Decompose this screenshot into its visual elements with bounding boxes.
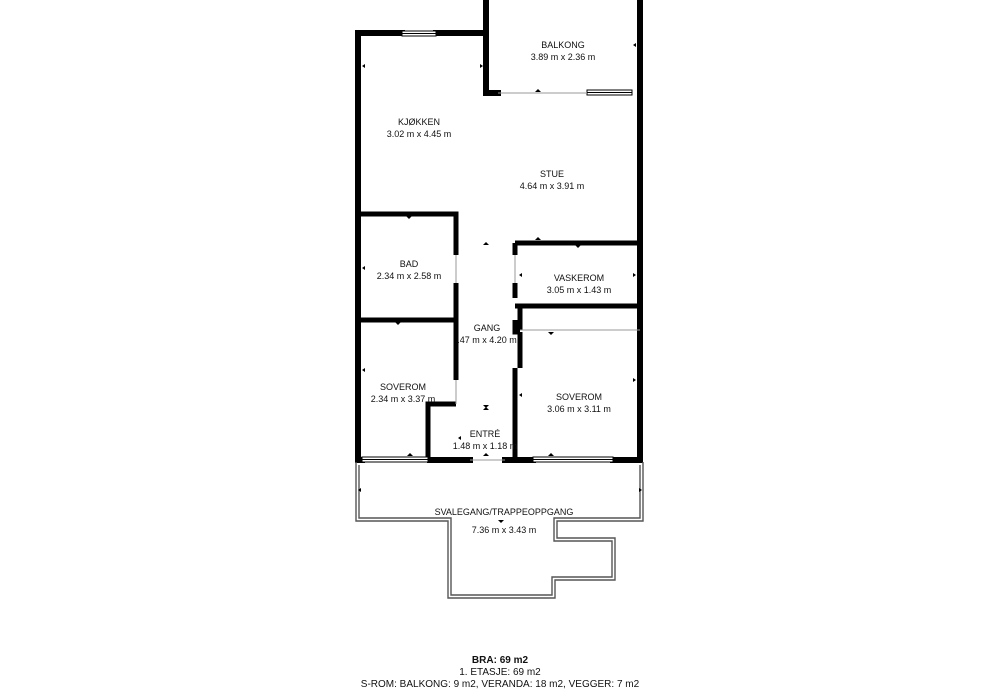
room-size: 3.05 m x 1.43 m bbox=[546, 285, 612, 295]
room-size: 7.36 m x 3.43 m bbox=[471, 525, 537, 535]
room-size: 3.89 m x 2.36 m bbox=[530, 52, 596, 62]
room-label-gang: GANG .47 m x 4.20 m bbox=[457, 322, 517, 346]
room-label-bad: BAD 2.34 m x 2.58 m bbox=[377, 258, 442, 282]
room-size: 4.64 m x 3.91 m bbox=[519, 181, 585, 191]
room-size: 2.34 m x 3.37 m bbox=[370, 394, 436, 404]
dimension-ticks bbox=[362, 43, 636, 456]
room-name: BALKONG bbox=[541, 40, 585, 50]
room-size: 2.34 m x 2.58 m bbox=[376, 271, 442, 281]
room-name: BAD bbox=[399, 259, 419, 269]
exterior-walls bbox=[355, 0, 643, 463]
room-name: GANG bbox=[473, 323, 501, 333]
room-name: SOVEROM bbox=[555, 392, 602, 402]
room-size: 3.06 m x 3.11 m bbox=[547, 404, 611, 414]
room-label-balkong: BALKONG 3.89 m x 2.36 m bbox=[531, 39, 596, 63]
door-openings bbox=[455, 92, 640, 461]
room-size: .47 m x 4.20 m bbox=[457, 335, 517, 345]
svalegang-ticks bbox=[358, 488, 642, 523]
summary-bra: BRA: 69 m2 bbox=[471, 655, 529, 666]
room-size: 3.02 m x 4.45 m bbox=[386, 129, 452, 139]
room-size: 1.48 m x 1.18 m bbox=[452, 441, 518, 451]
room-label-soverom-1: SOVEROM 2.34 m x 3.37 m bbox=[371, 381, 436, 405]
room-label-entre: ENTRÉ 1.48 m x 1.18 m bbox=[453, 428, 518, 452]
room-label-soverom-2: SOVEROM 3.06 m x 3.11 m bbox=[547, 391, 611, 415]
room-name: SOVEROM bbox=[379, 382, 426, 392]
room-name: STUE bbox=[539, 169, 564, 179]
interior-walls bbox=[358, 211, 640, 460]
area-summary: BRA: 69 m2 1. ETASJE: 69 m2 S-ROM: BALKO… bbox=[0, 655, 1000, 691]
room-name: SVALEGANG/TRAPPEOPPGANG bbox=[434, 507, 574, 517]
svalegang-outline bbox=[355, 462, 644, 599]
room-label-vaskerom: VASKEROM 3.05 m x 1.43 m bbox=[547, 272, 612, 296]
summary-srom: S-ROM: BALKONG: 9 m2, VERANDA: 18 m2, VE… bbox=[360, 679, 640, 690]
room-label-svalegang: SVALEGANG/TRAPPEOPPGANG 7.36 m x 3.43 m bbox=[435, 506, 574, 536]
summary-etasje: 1. ETASJE: 69 m2 bbox=[459, 667, 541, 678]
room-name: ENTRÉ bbox=[469, 429, 501, 439]
room-name: KJØKKEN bbox=[397, 117, 440, 127]
room-label-kjokken: KJØKKEN 3.02 m x 4.45 m bbox=[387, 116, 452, 140]
windows bbox=[361, 30, 633, 463]
room-label-stue: STUE 4.64 m x 3.91 m bbox=[520, 168, 585, 192]
room-name: VASKEROM bbox=[553, 273, 605, 283]
